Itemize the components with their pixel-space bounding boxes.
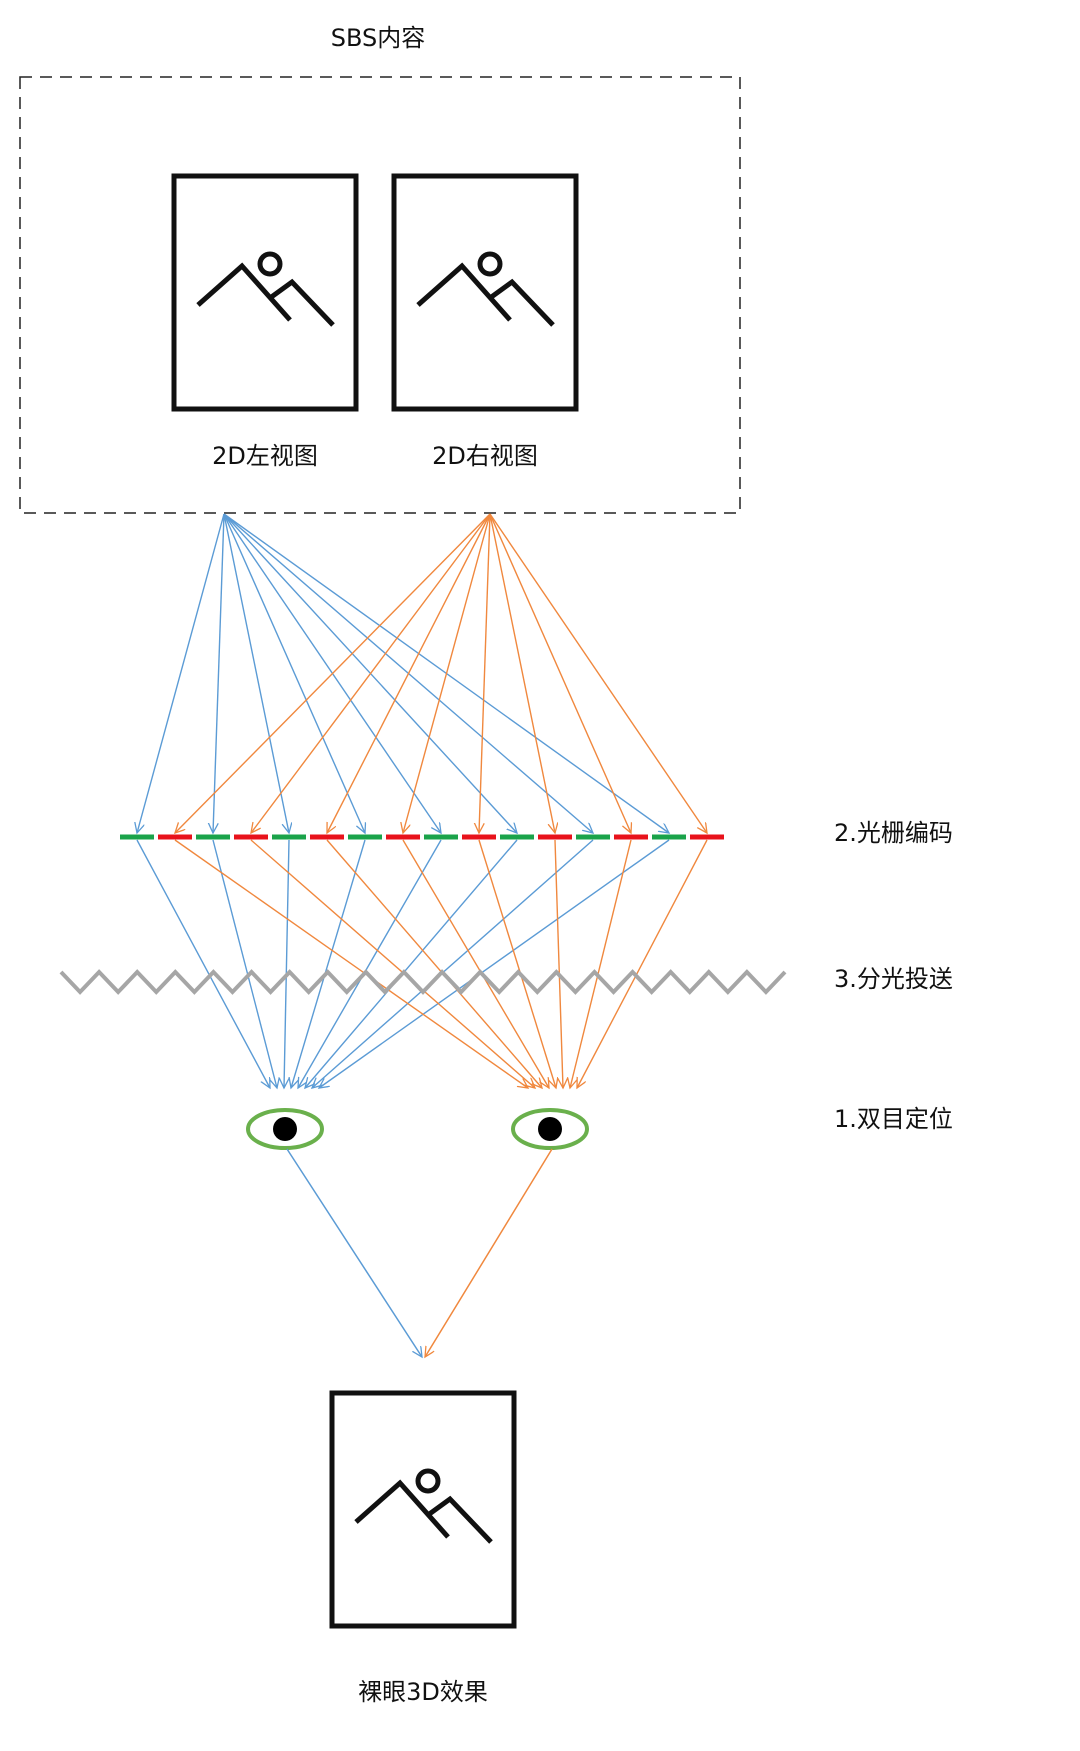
left-eye-ray bbox=[298, 839, 442, 1088]
sbs-dashed-box bbox=[19, 76, 741, 514]
eye-icon bbox=[511, 1108, 589, 1150]
right-eye-ray bbox=[478, 839, 556, 1088]
right-view-ray bbox=[175, 513, 491, 833]
left-view-ray bbox=[137, 513, 225, 833]
right-eye-ray bbox=[402, 839, 549, 1088]
left-eye-to-result-ray bbox=[286, 1148, 422, 1357]
step-splitting-label: 3.分光投送 bbox=[834, 965, 953, 993]
right-eye-ray bbox=[577, 839, 708, 1088]
right-rays-to-right-eye bbox=[174, 839, 708, 1088]
right-eye-ray bbox=[554, 839, 563, 1088]
step-grating-label: 2.光栅编码 bbox=[834, 819, 953, 847]
left-view-image bbox=[171, 173, 359, 412]
left-view-ray bbox=[213, 513, 225, 833]
left-eye-ray bbox=[136, 839, 270, 1088]
left-eye-ray bbox=[305, 839, 518, 1088]
left-eye-ray bbox=[319, 839, 670, 1088]
right-eye-ray bbox=[570, 839, 632, 1088]
image-icon bbox=[354, 1468, 493, 1544]
step-eye-tracking-label: 1.双目定位 bbox=[834, 1105, 953, 1133]
right-view-ray bbox=[489, 513, 555, 833]
eye-icon bbox=[246, 1108, 324, 1150]
right-view-ray bbox=[327, 513, 491, 833]
right-view-label: 2D右视图 bbox=[432, 442, 538, 470]
right-view-ray bbox=[479, 513, 491, 833]
left-eye bbox=[246, 1108, 324, 1150]
left-eye-ray bbox=[284, 839, 290, 1088]
result-3d-image bbox=[329, 1390, 517, 1629]
left-view-ray bbox=[223, 513, 289, 833]
right-eye bbox=[511, 1108, 589, 1150]
left-view-ray bbox=[223, 513, 365, 833]
right-eye-to-result-ray bbox=[425, 1148, 553, 1357]
left-view-label: 2D左视图 bbox=[212, 442, 318, 470]
image-icon bbox=[196, 251, 335, 327]
image-icon bbox=[416, 251, 555, 327]
left-view-rays-to-grating bbox=[137, 513, 669, 833]
left-rays-to-left-eye bbox=[136, 839, 670, 1088]
left-eye-ray bbox=[312, 839, 594, 1088]
right-view-ray bbox=[251, 513, 491, 833]
right-eye-ray bbox=[174, 839, 528, 1088]
right-view-rays-to-grating bbox=[175, 513, 707, 833]
prism-sawtooth bbox=[59, 969, 787, 995]
right-view-image bbox=[391, 173, 579, 412]
right-view-ray bbox=[489, 513, 707, 833]
right-eye-ray bbox=[250, 839, 535, 1088]
left-eye-ray bbox=[212, 839, 277, 1088]
sbs-content-title: SBS内容 bbox=[331, 24, 426, 52]
result-label: 裸眼3D效果 bbox=[358, 1678, 488, 1706]
left-eye-ray bbox=[291, 839, 366, 1088]
right-eye-ray bbox=[326, 839, 542, 1088]
right-view-ray bbox=[403, 513, 491, 833]
right-view-ray bbox=[489, 513, 631, 833]
